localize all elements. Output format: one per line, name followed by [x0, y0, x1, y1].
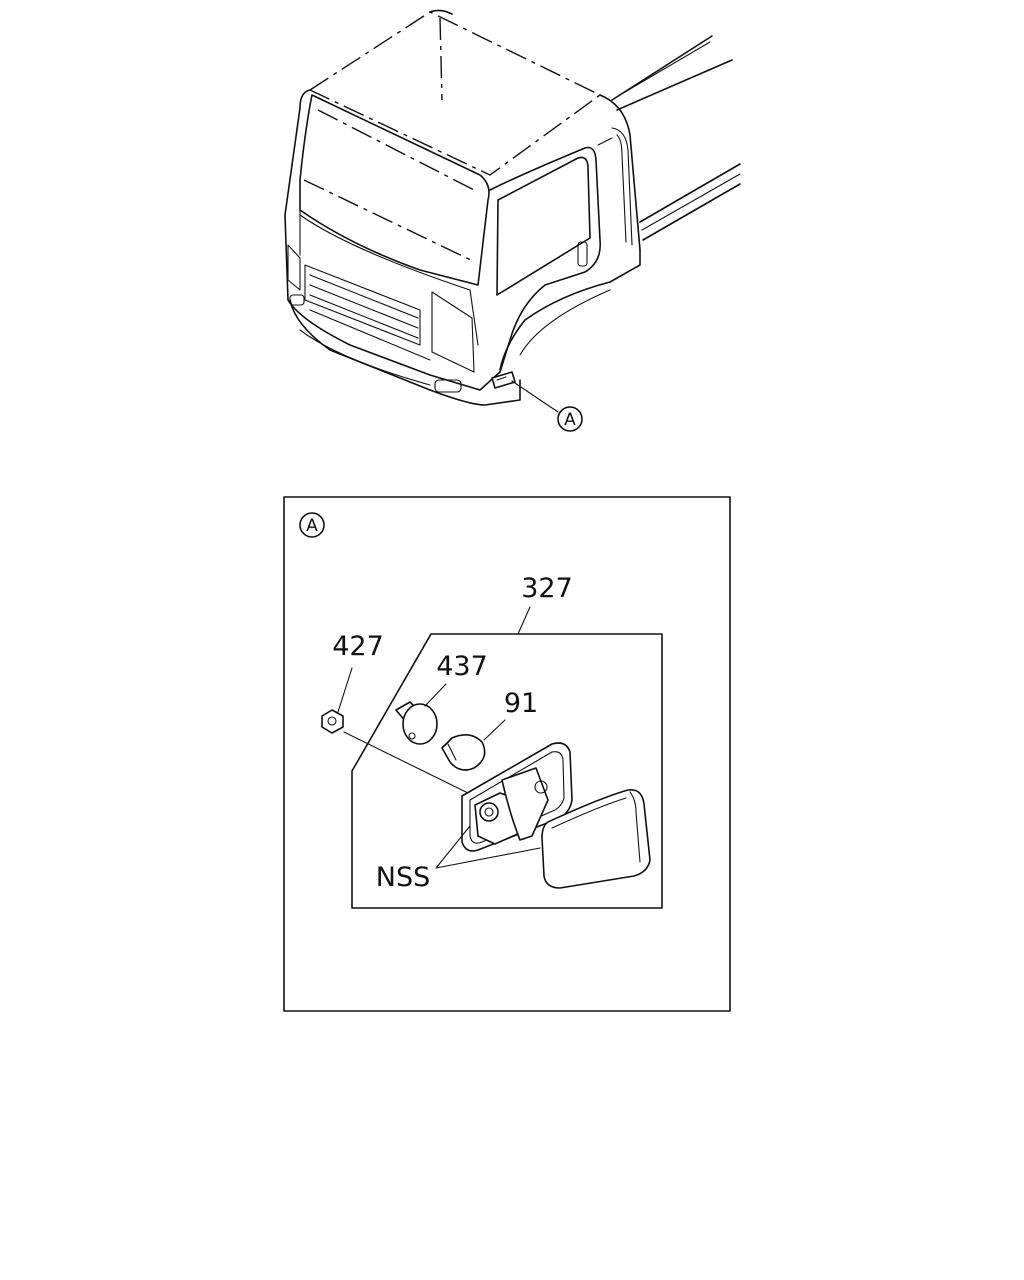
label-427: 427	[332, 631, 384, 662]
roof-center-line	[439, 17, 443, 101]
windshield-top-line	[317, 109, 479, 193]
cab-side-lower	[499, 249, 641, 371]
lens-nss	[541, 788, 651, 889]
chassis-rail-lower-3	[641, 173, 741, 231]
detail-frame	[283, 496, 731, 1012]
cab-roof-top-corner	[429, 9, 453, 15]
lamp-stud-hole	[534, 780, 548, 794]
grille-slat-1	[309, 274, 419, 319]
detail-a-label: A	[306, 516, 318, 536]
nut-427-hole	[327, 716, 337, 726]
leader-91	[483, 719, 506, 741]
socket-437-terminal	[408, 732, 416, 740]
rear-window-inner-trim	[616, 134, 627, 243]
front-panel-outline	[299, 214, 479, 346]
view-a-label: A	[564, 410, 576, 430]
chassis-rail-upper-3	[624, 41, 711, 93]
nut-427	[321, 709, 344, 734]
door-window	[496, 156, 591, 296]
bumper-line-1	[309, 309, 431, 361]
nut-alignment-line	[343, 731, 471, 795]
side-marker-lamp-location	[491, 371, 516, 389]
chassis-rail-lower-1	[639, 163, 741, 223]
wheel-arch	[519, 289, 611, 356]
door-handle	[577, 241, 588, 267]
cab-door	[489, 146, 602, 373]
lamp-detail-line	[496, 376, 507, 381]
bumper-line-2	[299, 329, 431, 386]
chassis-rail-upper-2	[616, 59, 733, 111]
chassis-rail-lower-2	[642, 183, 741, 241]
leader-nss-gasket	[435, 825, 471, 869]
rear-window-trim	[611, 127, 633, 246]
assembly-327-bracket	[351, 633, 663, 909]
view-a-marker	[557, 406, 583, 432]
label-437: 437	[436, 651, 488, 682]
leader-327	[517, 606, 531, 635]
grille	[304, 264, 421, 346]
lens-side-edge	[629, 791, 641, 863]
cab-roof-outline	[309, 11, 602, 176]
gasket-inner-edge	[469, 751, 565, 844]
view-a-leader	[511, 380, 559, 413]
fog-lamp	[434, 379, 462, 393]
label-327: 327	[521, 573, 573, 604]
label-91: 91	[504, 688, 538, 719]
windshield	[299, 94, 490, 286]
headlight-right	[431, 291, 475, 373]
cab-rear-pillar	[599, 94, 641, 251]
cab-roof-left-edge	[291, 89, 311, 166]
headlight-left	[287, 244, 301, 291]
lens-top-edge	[551, 797, 627, 829]
truck-cab-illustration: A	[284, 9, 741, 432]
lamp-socket-inner	[484, 807, 494, 817]
detail-view-a: A 327 427 437 91	[283, 496, 731, 1012]
leader-427	[337, 667, 353, 713]
left-fog-lamp	[289, 294, 305, 306]
detail-a-marker	[299, 512, 325, 538]
windshield-lower-line	[303, 179, 476, 263]
lamp-housing-socket-hole	[479, 802, 499, 822]
grille-slat-3	[309, 294, 419, 339]
label-nss: NSS	[376, 862, 430, 893]
socket-437	[402, 703, 438, 745]
leader-437	[424, 683, 447, 707]
cab-front-face	[284, 164, 501, 391]
door-top-trim	[597, 137, 613, 146]
bulb-91	[441, 734, 486, 771]
front-bumper	[289, 299, 521, 406]
bulb-91-base-line	[447, 743, 457, 761]
grille-slat-2	[309, 284, 419, 329]
lamp-housing-body	[501, 767, 549, 841]
leader-nss-lens	[435, 847, 541, 869]
